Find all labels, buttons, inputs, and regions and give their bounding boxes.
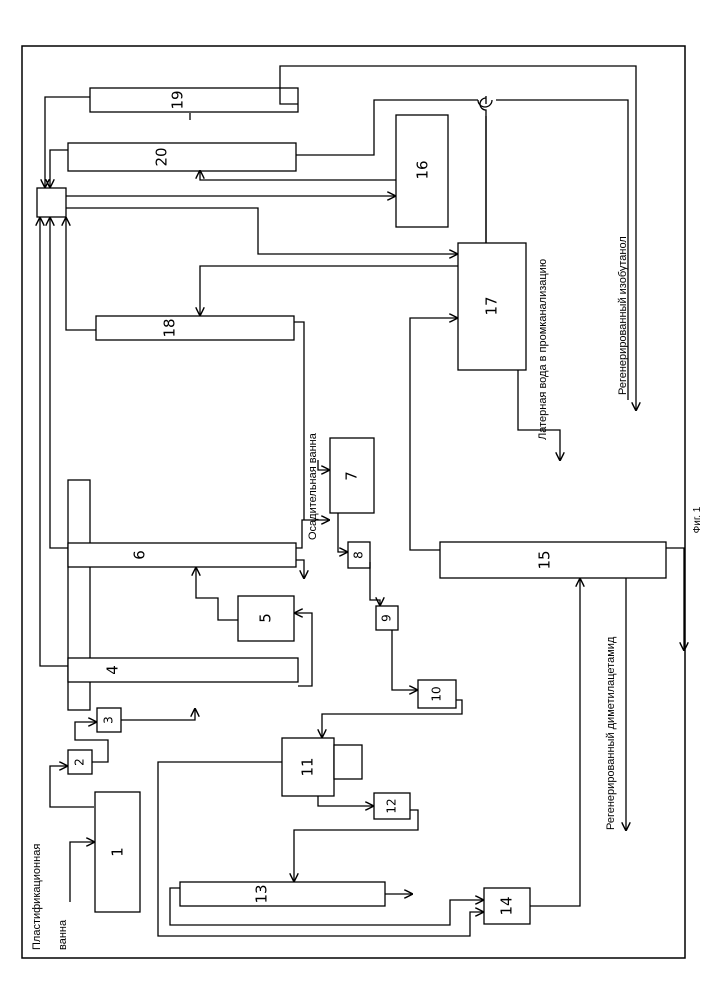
unit-5-label: 5 — [257, 613, 275, 623]
column-6-label: 6 — [131, 550, 149, 560]
dma-label: Регенерированный диметилацетамид — [605, 636, 617, 830]
unit-17-label: 17 — [483, 296, 501, 315]
column-6-box — [68, 543, 296, 567]
column-13-box — [180, 882, 385, 906]
column-20-box — [68, 143, 296, 171]
unit-12-label: 12 — [385, 798, 399, 813]
column-18-label: 18 — [161, 318, 179, 337]
plasticizing-bath-label-1: Пластификационная — [31, 844, 43, 950]
plasticizing-bath-label-2: ванна — [57, 919, 69, 950]
unit-14-label: 14 — [498, 896, 516, 915]
unit-16-label: 16 — [414, 160, 432, 179]
unit-10-label: 10 — [430, 686, 444, 701]
column-19-label: 19 — [169, 90, 187, 109]
unit-2: 2 — [68, 750, 92, 774]
waste-water-label: Латерная вода в промканализацию — [537, 259, 549, 440]
column-4-label: 4 — [104, 665, 122, 675]
unit-8-label: 8 — [352, 551, 366, 559]
settling-bath-label: Осадительная ванна — [307, 432, 319, 540]
collector-box — [37, 188, 66, 217]
unit-1-label: 1 — [109, 847, 127, 857]
unit-1: 1 — [95, 792, 140, 912]
column-4-box — [68, 658, 298, 682]
column-18-box — [96, 316, 294, 340]
column-19-box — [90, 88, 298, 112]
isobutanol-label: Регенерированный изобутанол — [617, 236, 629, 395]
column-15-label: 15 — [536, 550, 554, 569]
unit-11-label: 11 — [299, 757, 317, 776]
unit-11-side — [334, 745, 362, 779]
column-13-label: 13 — [253, 884, 271, 903]
unit-3: 3 — [97, 708, 121, 732]
unit-2-label: 2 — [73, 758, 87, 766]
unit-3-label: 3 — [102, 716, 116, 724]
unit-9-label: 9 — [380, 614, 394, 622]
unit-7-label: 7 — [343, 471, 361, 481]
column-20-label: 20 — [153, 147, 171, 166]
figure-caption: Фиг. 1 — [692, 506, 703, 533]
